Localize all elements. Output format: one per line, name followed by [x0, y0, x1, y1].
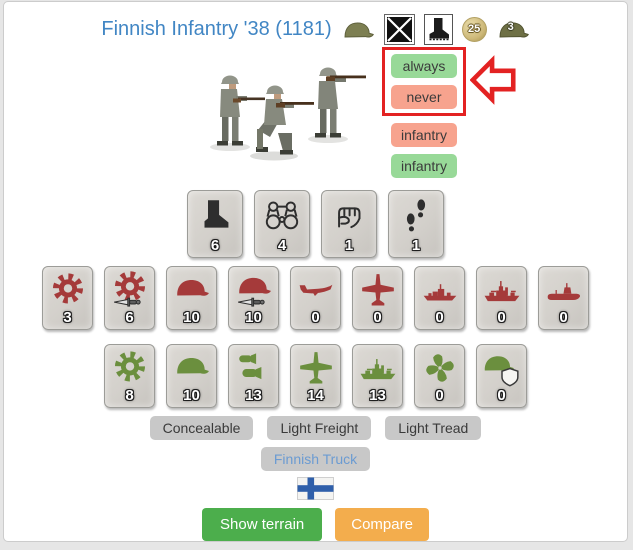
helmet-icon: [173, 271, 211, 309]
stat-card-plane: 14: [290, 344, 341, 408]
flag-row: [4, 477, 627, 500]
soldier-standing-left: [217, 75, 265, 146]
stat-value: 10: [183, 309, 200, 326]
plane-icon: [297, 349, 335, 387]
transport-row: Finnish Truck: [4, 447, 627, 471]
annotation-highlight-box: always never: [382, 47, 466, 116]
stat-value: 13: [369, 387, 386, 404]
soldier-kneeling: [256, 85, 314, 155]
stat-value: 0: [559, 309, 568, 326]
soldier-standing-right: [315, 67, 366, 138]
stat-row-attack: 3 6 10 10 0 0 0 0 0: [4, 266, 627, 330]
stat-value: 4: [277, 237, 287, 254]
toggle-infantry-green[interactable]: infantry: [391, 154, 457, 178]
gear-attack-icon: [111, 271, 149, 309]
stat-row-skills: 6 4 1 1: [4, 190, 627, 258]
compare-button[interactable]: Compare: [335, 508, 429, 541]
stat-card-binoculars: 4: [254, 190, 310, 258]
stat-card-destroyer: 0: [414, 266, 465, 330]
stat-value: 10: [245, 309, 262, 326]
stat-card-submarine: 0: [538, 266, 589, 330]
toggle-always[interactable]: always: [391, 54, 457, 78]
stat-card-boot: 6: [187, 190, 243, 258]
stat-value: 0: [435, 309, 444, 326]
stat-card-footprints: 1: [388, 190, 444, 258]
stat-value: 6: [210, 237, 220, 254]
traits-row: Concealable Light Freight Light Tread: [4, 416, 627, 440]
trait-light-freight: Light Freight: [267, 416, 372, 440]
stat-row-defense: 8 10 13 14 13 0 0: [4, 344, 627, 408]
stat-value: 14: [307, 387, 324, 404]
stat-value: 0: [311, 309, 320, 326]
show-terrain-button[interactable]: Show terrain: [202, 508, 323, 541]
unit-image: [200, 55, 368, 163]
stat-card-helmet-attack: 10: [228, 266, 279, 330]
stat-value: 6: [125, 309, 134, 326]
stat-value: 1: [411, 237, 421, 254]
gear-icon: [111, 349, 149, 387]
stat-card-helmet: 10: [166, 266, 217, 330]
binoculars-icon: [261, 195, 303, 237]
stat-card-plane: 0: [352, 266, 403, 330]
helmet-count-badge: 3: [496, 16, 530, 42]
destroyer-icon: [421, 271, 459, 309]
stat-card-battleship: 13: [352, 344, 403, 408]
stat-value: 10: [183, 387, 200, 404]
battleship-icon: [483, 271, 521, 309]
stat-value: 0: [435, 387, 444, 404]
stat-card-gear: 3: [42, 266, 93, 330]
stat-card-fist: 1: [321, 190, 377, 258]
stat-card-propeller: 0: [414, 344, 465, 408]
stat-card-gear-attack: 6: [104, 266, 155, 330]
coin-value: 25: [467, 23, 481, 35]
plane-icon: [359, 271, 397, 309]
hero-section: always never infantry infantry: [4, 45, 627, 185]
toggle-never[interactable]: never: [391, 85, 457, 109]
trait-concealable: Concealable: [149, 416, 254, 440]
stat-card-plane-side: 0: [290, 266, 341, 330]
stat-card-gear: 8: [104, 344, 155, 408]
stat-value: 0: [497, 309, 506, 326]
footprints-icon: [395, 195, 437, 237]
helmet-count-value: 3: [507, 21, 514, 33]
stat-card-bombs: 13: [228, 344, 279, 408]
propeller-icon: [421, 349, 459, 387]
stat-value: 3: [63, 309, 72, 326]
helmet-icon: [173, 349, 211, 387]
stat-value: 1: [344, 237, 354, 254]
stat-value: 8: [125, 387, 134, 404]
gear-icon: [49, 271, 87, 309]
helmet-attack-icon: [235, 271, 273, 309]
stat-card-helmet: 10: [166, 344, 217, 408]
boot-box-icon[interactable]: [423, 13, 453, 45]
transport-link[interactable]: Finnish Truck: [260, 447, 371, 471]
toggle-column: always never infantry infantry: [382, 47, 472, 185]
boot-icon: [194, 195, 236, 237]
header: Finnish Infantry '38 (1181) 25 3: [4, 2, 627, 45]
toggle-infantry-red[interactable]: infantry: [391, 123, 457, 147]
bombs-icon: [235, 349, 273, 387]
stat-value: 0: [497, 387, 506, 404]
helmet-icon: [341, 16, 375, 42]
fist-icon: [328, 195, 370, 237]
stat-card-helmet-shield: 0: [476, 344, 527, 408]
unit-panel: Finnish Infantry '38 (1181) 25 3: [3, 1, 628, 542]
annotation-arrow-icon: [469, 55, 516, 105]
finland-flag-icon: [297, 477, 334, 500]
plane-side-icon: [297, 271, 335, 309]
coin-badge: 25: [461, 16, 487, 42]
helmet-shield-icon: [483, 349, 521, 387]
x-box-icon[interactable]: [383, 13, 415, 45]
actions-row: Show terrain Compare: [4, 508, 627, 541]
trait-light-tread: Light Tread: [385, 416, 482, 440]
battleship-icon: [359, 349, 397, 387]
stat-value: 0: [373, 309, 382, 326]
submarine-icon: [545, 271, 583, 309]
page-title: Finnish Infantry '38 (1181): [101, 17, 332, 40]
stat-value: 13: [245, 387, 262, 404]
stat-card-battleship: 0: [476, 266, 527, 330]
